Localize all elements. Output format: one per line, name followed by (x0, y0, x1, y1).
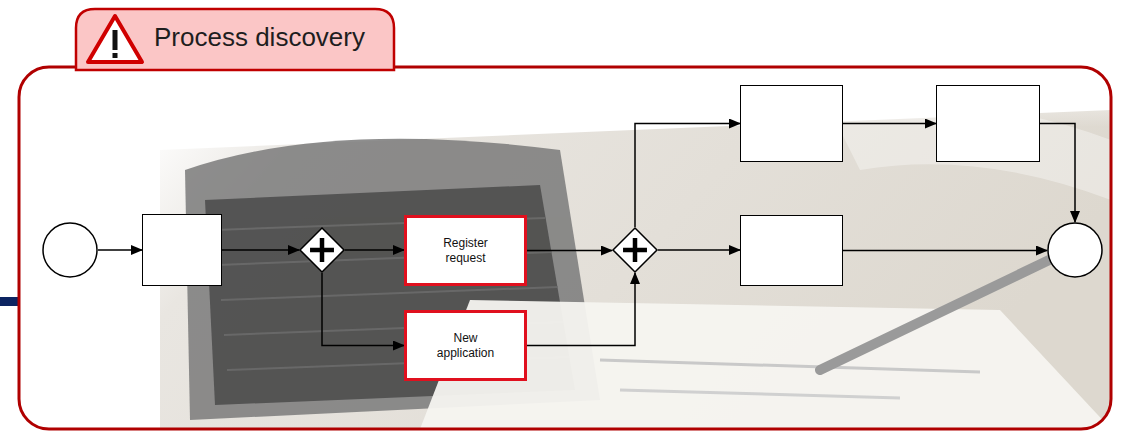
circle-outline (1047, 222, 1103, 278)
sequence-flow (1040, 124, 1075, 223)
circle-outline (42, 222, 98, 278)
event-circle (42, 222, 98, 278)
task-box (142, 214, 222, 286)
diamond-outline (299, 227, 345, 273)
warning-icon (88, 16, 142, 62)
task-label: Register request (425, 236, 507, 266)
parallel-gateway (612, 227, 658, 273)
task-box (740, 85, 843, 162)
sequence-flow (527, 273, 635, 346)
title-tab (76, 9, 394, 70)
sequence-flow (222, 249, 299, 251)
photo (19, 67, 1111, 429)
sequence-flow (635, 124, 740, 228)
event-circle (1047, 222, 1103, 278)
sequence-flow (658, 249, 740, 251)
task-box (936, 85, 1040, 162)
sequence-flow (98, 249, 142, 251)
panel-border (19, 67, 1111, 429)
task-box (740, 215, 843, 286)
highlighted-task-box: Register request (404, 215, 527, 286)
sequence-flow (322, 273, 404, 346)
task-label: New application (425, 331, 507, 361)
sequence-flow (843, 250, 1047, 252)
highlighted-task-box: New application (404, 310, 527, 381)
sequence-flow (527, 250, 612, 252)
sequence-flow (843, 123, 936, 125)
parallel-gateway (299, 227, 345, 273)
tab-title: Process discovery (154, 22, 365, 53)
diamond-outline (612, 227, 658, 273)
sequence-flow (345, 249, 404, 251)
